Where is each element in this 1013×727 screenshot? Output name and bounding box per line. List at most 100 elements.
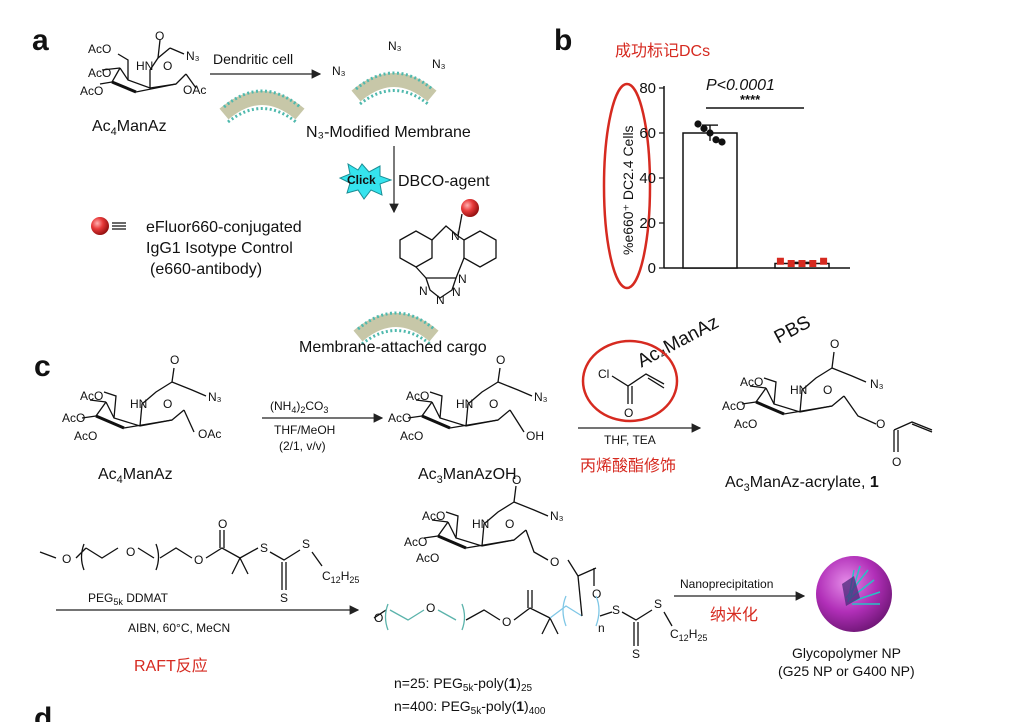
sugar-n3: N₃: [186, 49, 200, 63]
c-sm-ring-o: O: [163, 397, 172, 411]
click-badge-text: Click: [347, 173, 376, 187]
raft-chinese: RAFT反应: [134, 656, 208, 675]
sugar-ring-o: O: [163, 59, 172, 73]
sugar-aco-1: AcO: [88, 42, 111, 56]
significance-stars: ****: [740, 92, 761, 107]
c-sm-aco-2: AcO: [62, 411, 85, 425]
raft-conditions: AIBN, 60°C, MeCN: [128, 621, 230, 635]
c-ac4manaz-structure: AcO AcO AcO OAc HN O O N₃: [62, 353, 222, 443]
legend-line-2: IgG1 Isotype Control: [146, 240, 293, 257]
y-tick-label: 20: [639, 215, 656, 232]
ylabel-highlight-ring: [602, 82, 652, 290]
c-prod-ester-o: O: [876, 417, 885, 431]
panel-c: AcO AcO AcO OAc HN O O N₃ Ac4ManAz (NH4)…: [39, 337, 933, 717]
n25-label: n=25: PEG5k-poly(1)25: [394, 675, 532, 694]
acryloyl-chloride-structure: Cl O: [598, 367, 665, 420]
c-prod-aco-2: AcO: [722, 399, 745, 413]
poly-s1: S: [612, 603, 620, 617]
raft-agent-label: PEG5k DDMAT: [88, 591, 169, 607]
panel-label-c: c: [34, 350, 51, 383]
c-prod-aco-1: AcO: [740, 375, 763, 389]
poly-n3: N₃: [550, 509, 564, 523]
sugar-aco-2: AcO: [88, 66, 111, 80]
poly-methoxy-o: O: [374, 611, 383, 625]
poly-hn: HN: [472, 517, 489, 531]
y-tick-label: 0: [648, 260, 656, 277]
data-point: [712, 136, 720, 144]
acryloyl-o: O: [624, 406, 633, 420]
panel-label-d: d: [34, 702, 52, 722]
poly-ester-o: O: [550, 555, 559, 569]
data-point: [694, 120, 702, 128]
data-point: [787, 260, 795, 267]
triazole-n-4: N: [458, 272, 467, 286]
poly-backbone-ester-o: O: [502, 615, 511, 629]
data-point: [809, 260, 817, 267]
modified-membrane-label: N₃-Modified Membrane: [306, 124, 471, 141]
poly-s3: S: [654, 597, 662, 611]
c-prod-carbonyl-o: O: [830, 337, 839, 351]
dbco-triazole-structure: N N N N N: [399, 199, 497, 307]
panel-b: 成功标记DCs %e660⁺ DC2.4 Cells 020406080Ac₄M…: [602, 42, 850, 372]
dbco-cargo-sphere-icon: [461, 199, 479, 217]
ddmat-ester-o: O: [194, 553, 203, 567]
n400-label: n=400: PEG5k-poly(1)400: [394, 698, 546, 717]
x-tick-label-1: PBS: [771, 312, 814, 348]
poly-acyl-o: O: [592, 587, 601, 601]
triazole-n-1: N: [419, 284, 428, 298]
data-point: [718, 138, 726, 146]
product-label: Membrane-attached cargo: [299, 339, 487, 356]
triazole-n-2: N: [436, 293, 445, 307]
acryloyl-cl: Cl: [598, 367, 609, 381]
poly-aco-2: AcO: [404, 535, 427, 549]
chart-ylabel: %e660⁺ DC2.4 Cells: [620, 125, 636, 255]
c-prod-ring-o: O: [823, 383, 832, 397]
c-sm-hn: HN: [130, 397, 147, 411]
nanoparticle-core-icon: [842, 576, 860, 606]
c-sm-carbonyl-o: O: [170, 353, 179, 367]
poly-carbonyl-o: O: [512, 473, 521, 487]
sugar-aco-3: AcO: [80, 84, 103, 98]
poly-ring-o: O: [505, 517, 514, 531]
c-sm-label: Ac4ManAz: [98, 466, 173, 486]
c-prod-n3: N₃: [870, 377, 884, 391]
n3-top: N₃: [388, 39, 402, 53]
poly-c12h25: C12H25: [670, 627, 707, 643]
peg-ddmat-structure: O O O O S S S C12H25: [39, 517, 359, 605]
poly-aco-1: AcO: [422, 509, 445, 523]
c-int-label: Ac3ManAzOH: [418, 466, 517, 486]
c-step2-reagent: THF, TEA: [604, 433, 656, 447]
c-int-carbonyl-o: O: [496, 353, 505, 367]
n3-right: N₃: [432, 57, 446, 71]
ddmat-methoxy-o: O: [62, 552, 71, 566]
poly-n-subscript: n: [598, 621, 605, 635]
c-sm-aco-1: AcO: [80, 389, 103, 403]
poly-peg-o: O: [426, 601, 435, 615]
click-starburst: [338, 162, 393, 200]
sugar-oac: OAc: [183, 83, 206, 97]
acryloyl-highlight-ring: [581, 339, 679, 423]
dendritic-cell-label: Dendritic cell: [213, 51, 293, 67]
c-step2-chinese: 丙烯酸酯修饰: [580, 457, 676, 475]
poly-aco-3: AcO: [416, 551, 439, 565]
c-int-ring-o: O: [489, 397, 498, 411]
c-int-aco-2: AcO: [388, 411, 411, 425]
n3-left: N₃: [332, 64, 346, 78]
bar-0: [682, 132, 738, 269]
ddmat-s1: S: [260, 541, 268, 555]
c-sm-oac: OAc: [198, 427, 221, 441]
y-tick-label: 60: [639, 125, 656, 142]
y-tick-label: 40: [639, 170, 656, 187]
modified-membrane: [356, 73, 432, 104]
data-point: [798, 260, 806, 267]
c-prod-hn: HN: [790, 383, 807, 397]
c-sm-n3: N₃: [208, 390, 222, 404]
triple-bond-icon: [112, 222, 126, 230]
c-int-n3: N₃: [534, 390, 548, 404]
panel-label-b: b: [554, 24, 572, 57]
triazole-n-3: N: [452, 285, 461, 299]
c-int-oh: OH: [526, 429, 544, 443]
c-prod-acyl-o: O: [892, 455, 901, 469]
